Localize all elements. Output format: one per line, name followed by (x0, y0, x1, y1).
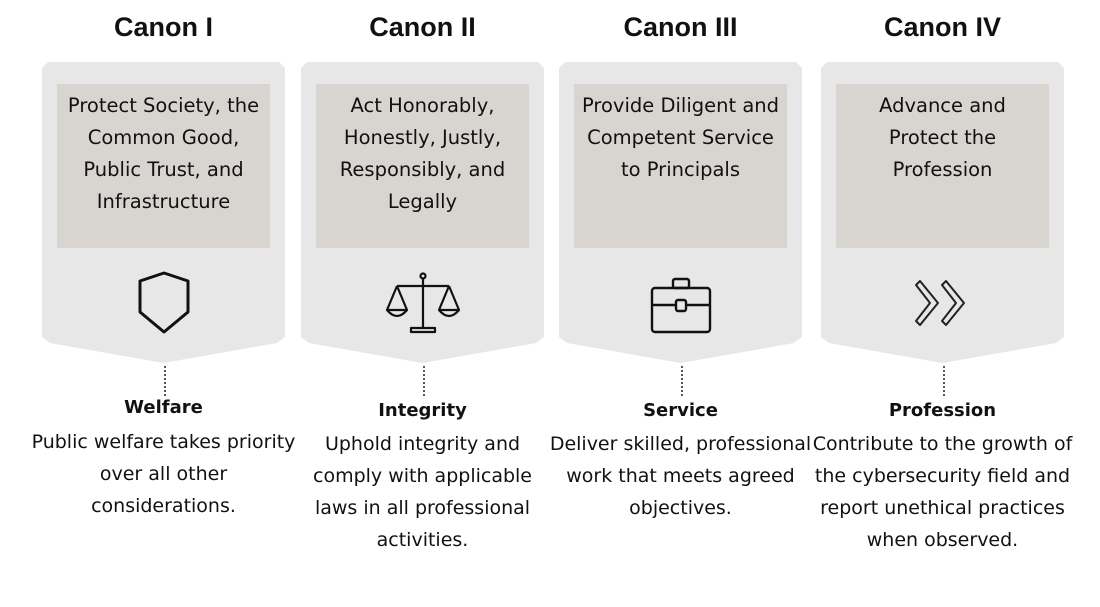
connector-dots (163, 366, 166, 396)
canon-statement-box: Provide Diligent and Competent Service t… (574, 84, 787, 248)
canon-description: Public welfare takes priority over all o… (31, 431, 296, 517)
canon-title: Canon IV (883, 12, 1001, 42)
canon-statement: Protect Society, the Common Good, Public… (67, 94, 260, 213)
connector-dots (422, 366, 425, 396)
canon-statement-box: Protect Society, the Common Good, Public… (57, 84, 270, 248)
canon-statement: Provide Diligent and Competent Service t… (582, 94, 779, 181)
canon-description: Deliver skilled, professional work that … (549, 433, 812, 519)
shield-icon (129, 268, 199, 338)
canon-card: Provide Diligent and Competent Service t… (559, 62, 802, 363)
canon-label: Welfare (124, 397, 203, 418)
canon-statement-box: Advance and Protect the Profession (836, 84, 1049, 248)
connector-dots (680, 366, 683, 396)
canon-column-4: Canon IV Advance and Protect the Profess… (813, 0, 1073, 607)
briefcase-icon (646, 268, 716, 338)
canon-title: Canon I (114, 12, 213, 42)
canon-card: Advance and Protect the Profession (821, 62, 1064, 363)
connector-dots (942, 366, 945, 396)
canon-card: Act Honorably, Honestly, Justly, Respons… (301, 62, 544, 363)
canon-statement: Act Honorably, Honestly, Justly, Respons… (339, 94, 506, 213)
double-chevron-icon (908, 268, 978, 338)
canon-column-1: Canon I Protect Society, the Common Good… (32, 0, 296, 607)
canon-description: Uphold integrity and comply with applica… (313, 433, 532, 551)
canon-title: Canon III (623, 12, 738, 42)
scales-icon (383, 268, 463, 338)
canon-column-3: Canon III Provide Diligent and Competent… (550, 0, 811, 607)
canon-card: Protect Society, the Common Good, Public… (42, 62, 285, 363)
canon-title: Canon II (369, 12, 476, 42)
canon-label: Integrity (378, 400, 467, 421)
canon-statement: Advance and Protect the Profession (879, 94, 1006, 181)
canon-statement-box: Act Honorably, Honestly, Justly, Respons… (316, 84, 529, 248)
canon-label: Service (643, 400, 718, 421)
canon-description: Contribute to the growth of the cybersec… (812, 433, 1073, 551)
canon-column-2: Canon II Act Honorably, Honestly, Justly… (301, 0, 544, 607)
canon-label: Profession (888, 400, 997, 421)
